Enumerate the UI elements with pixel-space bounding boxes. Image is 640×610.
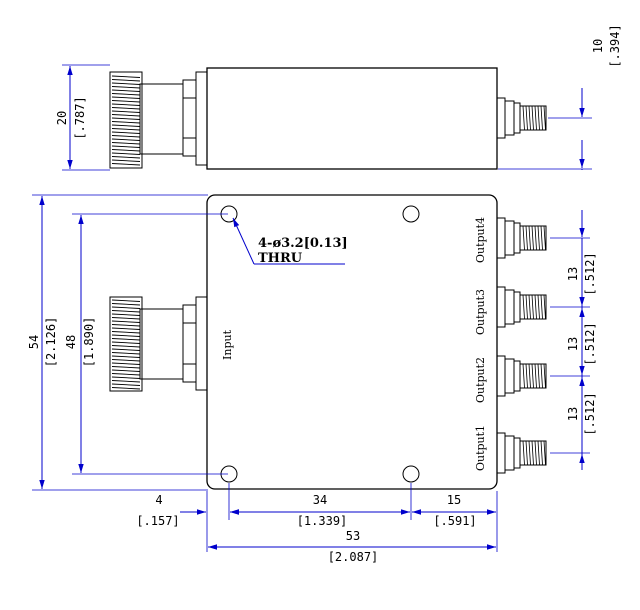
front-height-dimension: 54 [2.126]	[27, 194, 208, 491]
port-pitch-2-value: 13	[566, 337, 580, 351]
output-sma-connector-1	[496, 432, 547, 474]
output-sma-connector-4	[496, 217, 547, 259]
front-view-tab-lower	[182, 363, 197, 383]
top-sma-offset-value: 10	[591, 39, 605, 53]
output-sma-connector-3	[496, 286, 547, 328]
output2-label: Output2	[474, 357, 487, 403]
bottom-dim-34-inch: [1.339]	[297, 514, 348, 528]
mounting-hole-bottom-right	[402, 465, 420, 483]
port-pitch-2-inch: [.512]	[583, 322, 597, 365]
front-view-body	[206, 194, 498, 490]
bottom-dim-34-value: 34	[313, 493, 327, 507]
front-view-input-connector	[109, 296, 184, 392]
port-pitch-dimensions: 13 [.512] 13 [.512] 13 [.512]	[550, 210, 597, 470]
mounting-hole-top-right	[402, 205, 420, 223]
top-view-height-dimension: 20 [.787]	[55, 64, 110, 171]
hole-note-line1: 4-ø3.2[0.13]	[258, 236, 348, 251]
output1-label: Output1	[474, 425, 487, 471]
bottom-dimensions: 4 [.157] 34 [1.339] 15 [.591] 53 [2.087]	[136, 483, 498, 564]
bottom-dim-15-value: 15	[447, 493, 461, 507]
front-view: 4-ø3.2[0.13] THRU Input Output4 Output3 …	[27, 194, 597, 564]
port-pitch-1-value: 13	[566, 267, 580, 281]
top-view-body	[206, 67, 498, 170]
front-view-flange	[195, 296, 208, 391]
top-view-tab-lower	[182, 137, 197, 157]
port-pitch-3-inch: [.512]	[583, 392, 597, 435]
front-height-value: 54	[27, 335, 41, 349]
top-view-input-connector	[109, 71, 184, 169]
port-pitch-1-inch: [.512]	[583, 252, 597, 295]
top-view-tab-upper	[182, 79, 197, 99]
output3-label: Output3	[474, 289, 487, 335]
hole-spacing-value: 48	[64, 335, 78, 349]
top-height-inch: [.787]	[73, 96, 87, 139]
port-pitch-3-value: 13	[566, 407, 580, 421]
hole-note-leader	[232, 217, 345, 265]
front-height-inch: [2.126]	[44, 317, 58, 368]
overall-width-inch: [2.087]	[328, 550, 379, 564]
input-port-label: Input	[221, 329, 234, 360]
top-view-flange	[195, 71, 208, 166]
overall-width-value: 53	[346, 529, 360, 543]
hole-spacing-inch: [1.890]	[82, 317, 96, 368]
bottom-dim-15-inch: [.591]	[433, 514, 476, 528]
top-view: 20 [.787] 10 [.394]	[55, 24, 622, 171]
hole-note-line2: THRU	[258, 251, 303, 266]
output-sma-connector-2	[496, 355, 547, 397]
bottom-dim-4-inch: [.157]	[136, 514, 179, 528]
hole-spacing-dimension: 48 [1.890]	[64, 213, 228, 475]
bottom-dim-4-value: 4	[155, 493, 162, 507]
output-connectors	[496, 217, 547, 474]
front-view-tab-upper	[182, 304, 197, 324]
top-view-sma-connector	[496, 97, 547, 139]
top-sma-offset-inch: [.394]	[608, 24, 622, 67]
top-view-sma-offset-dimension: 10 [.394]	[498, 24, 622, 170]
output4-label: Output4	[474, 217, 487, 263]
top-height-value: 20	[55, 111, 69, 125]
